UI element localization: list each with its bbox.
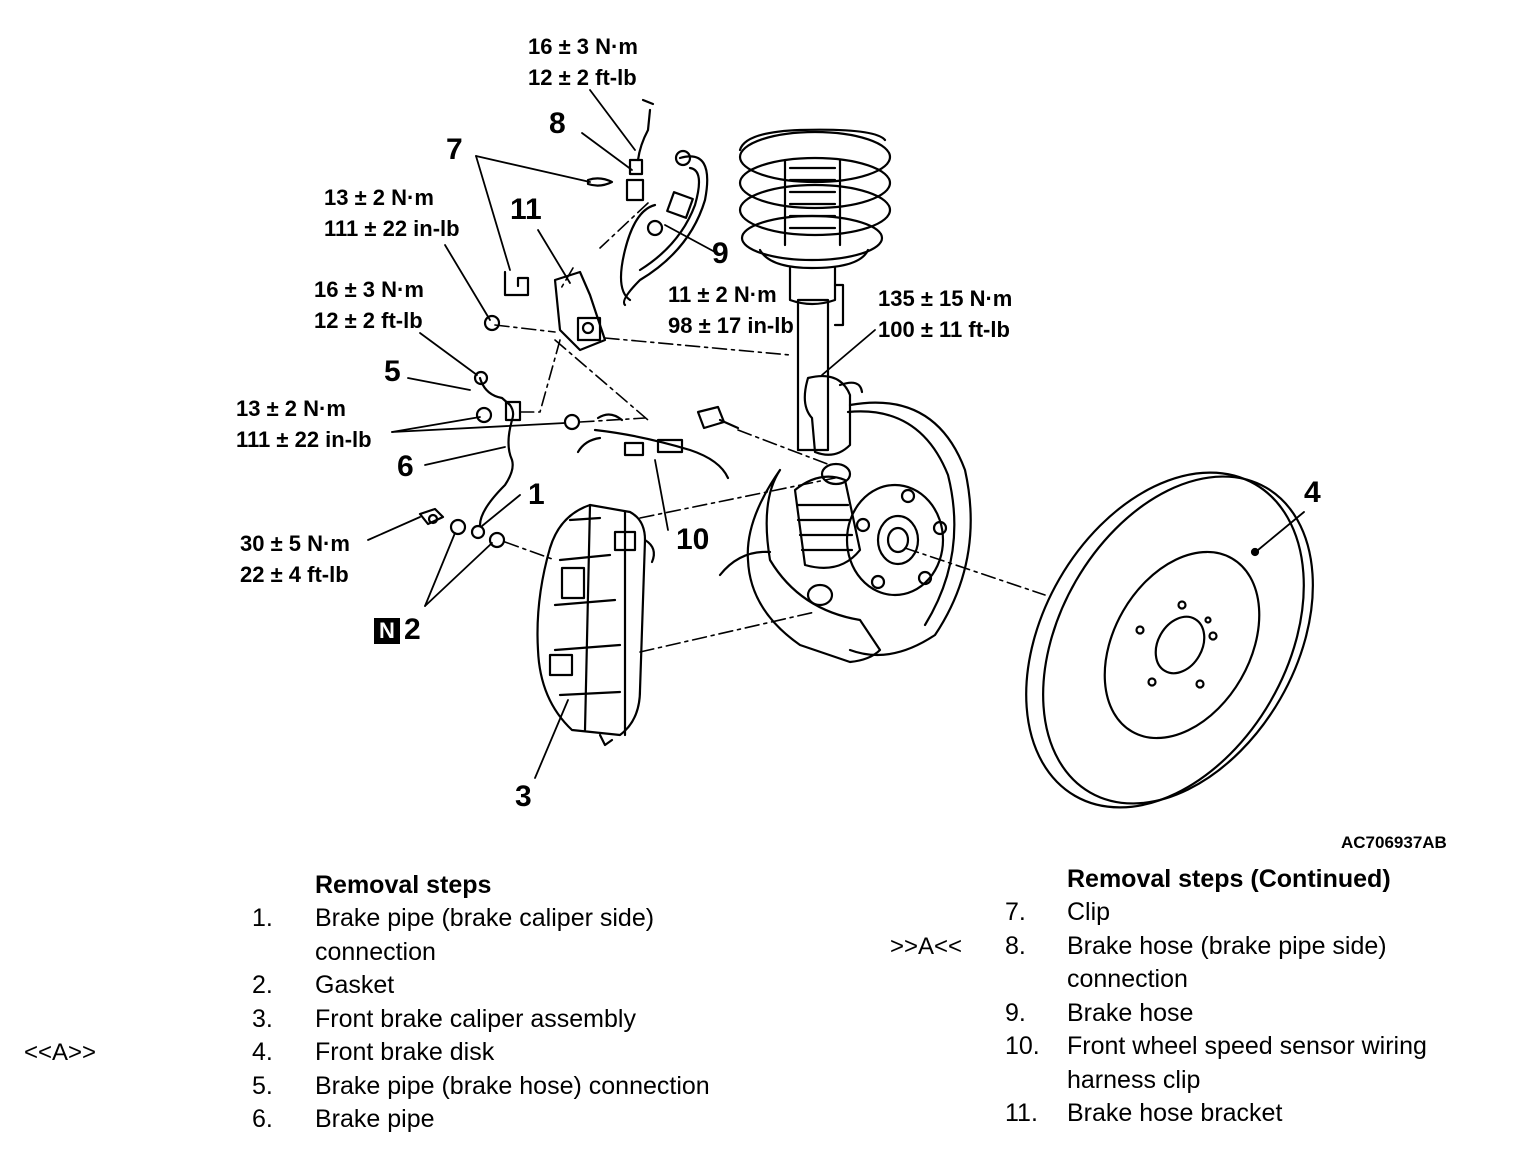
- step-number: 3.: [252, 1004, 273, 1033]
- step-number: 11.: [1005, 1099, 1038, 1127]
- removal-steps-left: Removal steps 1. Brake pipe (brake calip…: [0, 868, 760, 1137]
- step-text-cont: connection: [1067, 965, 1188, 993]
- list-item: 5. Brake pipe (brake hose) connection: [0, 1070, 760, 1104]
- torque-nm: 13 ± 2 N·m: [324, 185, 434, 210]
- leader-lines: [367, 89, 1305, 779]
- step-number: 6.: [252, 1105, 273, 1133]
- callout-7: 7: [446, 133, 463, 166]
- torque-imperial: 98 ± 17 in-lb: [668, 313, 794, 338]
- torque-imperial: 100 ± 11 ft-lb: [878, 317, 1010, 342]
- step-number: 4.: [252, 1038, 273, 1066]
- removal-steps-right: Removal steps (Continued) 7. Clip >>A<< …: [760, 862, 1530, 1131]
- step-text-cont: connection: [315, 937, 436, 966]
- step-number: 10.: [1005, 1032, 1040, 1060]
- brake-hose-bracket: [483, 270, 607, 352]
- brake-caliper: [536, 503, 655, 747]
- torque-nm: 30 ± 5 N·m: [240, 531, 350, 556]
- callout-1: 1: [528, 478, 545, 511]
- list-item: 11. Brake hose bracket: [760, 1097, 1530, 1131]
- torque-nm: 135 ± 15 N·m: [878, 286, 1013, 311]
- callout-5: 5: [384, 355, 401, 388]
- step-text-cont: harness clip: [1067, 1065, 1201, 1094]
- torque-label-5: 16 ± 3 N·m 12 ± 2 ft-lb: [314, 274, 424, 336]
- torque-label-caliper-bolt: 135 ± 15 N·m 100 ± 11 ft-lb: [878, 283, 1012, 345]
- torque-label-1: 30 ± 5 N·m 22 ± 4 ft-lb: [240, 528, 350, 590]
- list-item: >>A<< 8. Brake hose (brake pipe side): [760, 930, 1530, 964]
- callout-3: 3: [515, 780, 532, 813]
- torque-imperial: 111 ± 22 in-lb: [236, 427, 372, 452]
- step-number: 1.: [252, 904, 273, 932]
- step-text: Brake pipe: [315, 1105, 435, 1133]
- torque-label-8: 16 ± 3 N·m 12 ± 2 ft-lb: [528, 31, 638, 93]
- callout-4: 4: [1304, 476, 1321, 509]
- step-text: Brake hose (brake pipe side): [1067, 931, 1387, 960]
- fasteners: [418, 405, 740, 549]
- step-text: Front wheel speed sensor wiring: [1067, 1032, 1427, 1060]
- step-number: 7.: [1005, 898, 1026, 926]
- list-item: <<A>> 4. Front brake disk: [0, 1036, 760, 1070]
- steering-knuckle: [718, 374, 882, 664]
- procedure-marker: >>A<<: [890, 932, 963, 960]
- step-number: 8.: [1005, 931, 1026, 960]
- list-item: 1. Brake pipe (brake caliper side): [0, 902, 760, 936]
- list-item: 10. Front wheel speed sensor wiring: [760, 1030, 1530, 1064]
- step-text: Brake hose: [1067, 998, 1194, 1027]
- callout-2-number: 2: [404, 613, 421, 646]
- new-part-marker: N: [374, 618, 400, 645]
- list-item: 3. Front brake caliper assembly: [0, 1003, 760, 1037]
- list-item: 6. Brake pipe: [0, 1103, 760, 1137]
- hub-drive-shaft: [793, 475, 948, 597]
- torque-label-9: 11 ± 2 N·m 98 ± 17 in-lb: [668, 279, 794, 341]
- torque-imperial: 111 ± 22 in-lb: [324, 216, 460, 241]
- torque-nm: 11 ± 2 N·m: [668, 282, 777, 307]
- procedure-marker: <<A>>: [24, 1039, 97, 1066]
- torque-nm: 16 ± 3 N·m: [314, 277, 424, 302]
- step-text: Clip: [1067, 898, 1111, 926]
- step-text: Brake hose bracket: [1067, 1099, 1283, 1127]
- step-text: Front brake disk: [315, 1038, 495, 1066]
- torque-nm: 13 ± 2 N·m: [236, 396, 346, 421]
- torque-label-bracket-bolt: 13 ± 2 N·m 111 ± 22 in-lb: [324, 182, 460, 244]
- right-list-title: Removal steps (Continued): [1067, 865, 1391, 893]
- torque-label-clip-bolts: 13 ± 2 N·m 111 ± 22 in-lb: [236, 393, 372, 455]
- dust-shield: [846, 401, 972, 657]
- step-text: Brake pipe (brake hose) connection: [315, 1071, 710, 1100]
- callout-6: 6: [397, 450, 414, 483]
- assembly-lines: [494, 202, 1046, 653]
- brake-hose: [619, 98, 709, 307]
- step-text: Front brake caliper assembly: [315, 1004, 636, 1033]
- torque-nm: 16 ± 3 N·m: [528, 34, 638, 59]
- wheel-speed-sensor-harness: [576, 428, 730, 480]
- step-number: 9.: [1005, 998, 1026, 1027]
- torque-imperial: 22 ± 4 ft-lb: [240, 562, 349, 587]
- step-text: Gasket: [315, 971, 395, 999]
- list-item: 2. Gasket: [0, 969, 760, 1003]
- step-number: 2.: [252, 971, 273, 999]
- figure-code: AC706937AB: [1341, 833, 1447, 852]
- torque-imperial: 12 ± 2 ft-lb: [528, 65, 637, 90]
- callout-11: 11: [510, 193, 542, 226]
- list-item: 9. Brake hose: [760, 997, 1530, 1031]
- list-item-continuation: connection: [0, 936, 760, 970]
- list-item: 7. Clip: [760, 896, 1530, 930]
- clip: [503, 177, 614, 297]
- torque-imperial: 12 ± 2 ft-lb: [314, 308, 423, 333]
- brake-pipes: [473, 370, 624, 527]
- strut-coil-spring: [738, 128, 892, 452]
- step-text: Brake pipe (brake caliper side): [315, 904, 655, 932]
- list-item-continuation: harness clip: [760, 1064, 1530, 1098]
- brake-assembly-diagram: [367, 89, 1314, 809]
- callout-9: 9: [712, 237, 729, 270]
- left-list-title: Removal steps: [315, 871, 492, 899]
- step-number: 5.: [252, 1071, 273, 1100]
- list-item-continuation: connection: [760, 963, 1530, 997]
- callout-10: 10: [676, 523, 710, 556]
- brake-disc: [1025, 471, 1314, 809]
- callout-8: 8: [549, 107, 566, 140]
